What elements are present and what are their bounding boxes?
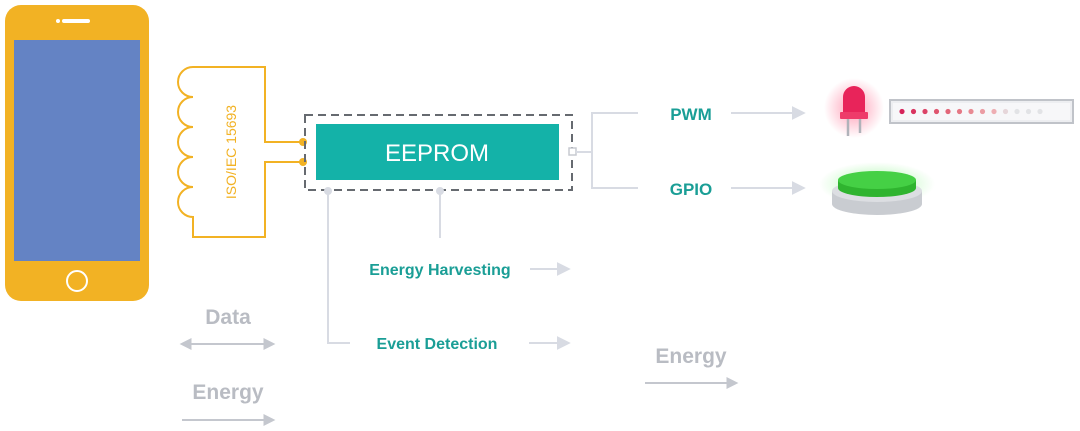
led-strip-dot (933, 108, 940, 115)
pwm-label: PWM (670, 105, 712, 124)
eeprom-label: EEPROM (385, 140, 489, 167)
antenna-standard-label: ISO/IEC 15693 (223, 105, 239, 199)
output-connectors (576, 106, 806, 195)
legend-data-label: Data (205, 306, 251, 329)
led-strip-dot (1014, 108, 1020, 115)
gpio-label: GPIO (670, 180, 713, 199)
led-strip-dot (979, 108, 986, 115)
energy-output-label: Energy (655, 345, 727, 368)
chip-output-port (568, 147, 577, 156)
led-strip-dot (956, 108, 963, 115)
energy-harvesting-label: Energy Harvesting (369, 262, 510, 279)
led-strip-dot (945, 108, 951, 115)
legend: Data Energy Energy (179, 306, 739, 426)
led-strip-dot (1002, 108, 1009, 115)
nfc-chip: EEPROM (304, 114, 577, 191)
antenna-coil: ISO/IEC 15693 (177, 66, 307, 238)
phone-screen (14, 40, 140, 261)
phone-home-button (66, 270, 88, 292)
led-strip-dot (899, 108, 905, 115)
led-strip-dot (910, 108, 917, 115)
smartphone (5, 5, 149, 301)
led-strip-dot (922, 108, 928, 115)
feature-connectors (324, 187, 571, 350)
push-button-icon (819, 162, 935, 215)
event-detection-label: Event Detection (377, 336, 498, 353)
led-strip-dot (968, 108, 974, 115)
phone-camera (56, 19, 60, 23)
led-strip-dot (1037, 108, 1043, 115)
legend-energy-label: Energy (192, 381, 264, 404)
led-icon (824, 78, 884, 138)
led-strip-dot (1025, 108, 1032, 115)
led-strip-dot (991, 108, 997, 115)
phone-speaker (62, 19, 90, 23)
eeprom-block (316, 124, 559, 180)
led-strip-icon (889, 99, 1074, 124)
